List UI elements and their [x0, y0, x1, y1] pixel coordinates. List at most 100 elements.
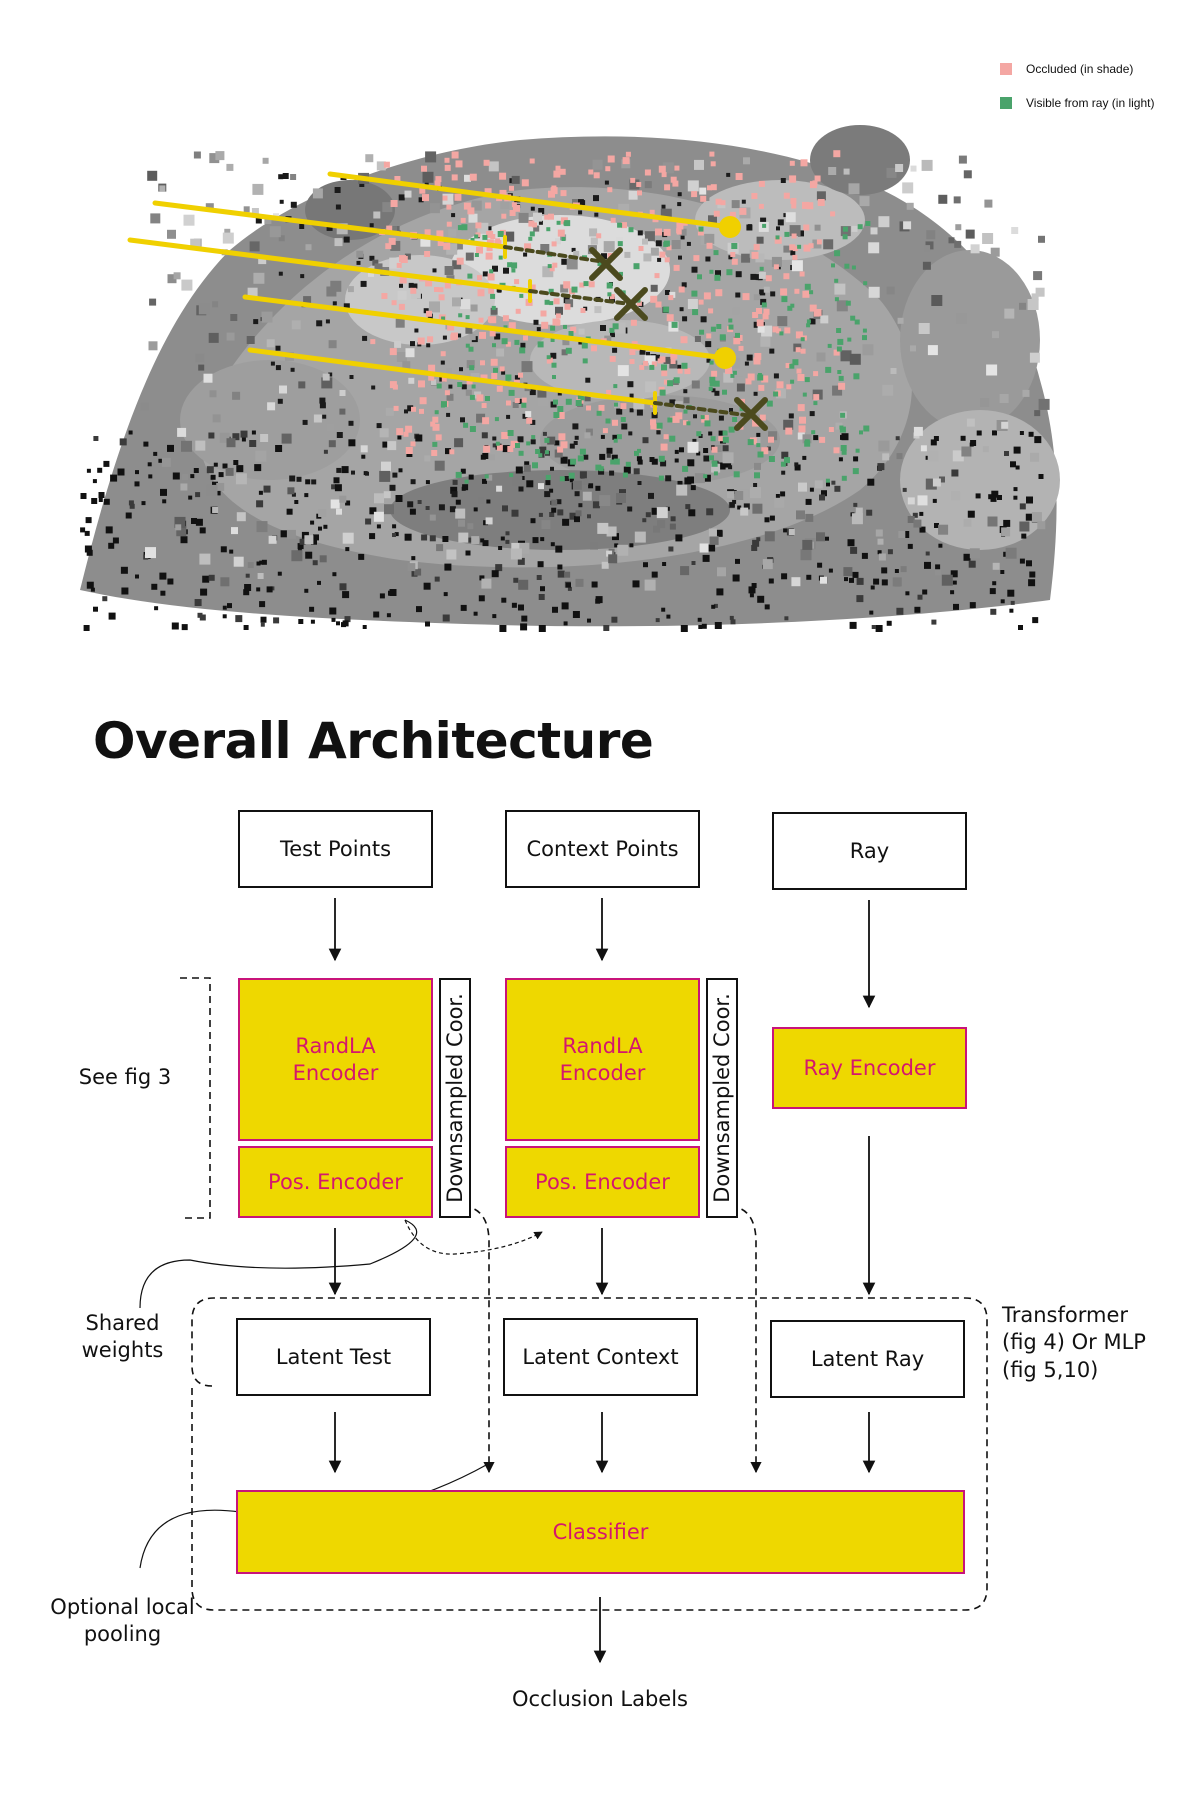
cloud-point [609, 296, 615, 303]
cloud-point [641, 362, 649, 370]
cloud-point [836, 328, 842, 333]
cloud-point [675, 412, 683, 420]
cloud-point [325, 319, 330, 324]
cloud-point [713, 250, 719, 256]
cloud-point [465, 315, 470, 320]
cloud-point [423, 308, 429, 314]
cloud-point [637, 230, 643, 236]
cloud-point [518, 450, 524, 456]
cloud-point [843, 168, 850, 175]
cloud-point [753, 357, 761, 365]
cloud-point [533, 225, 540, 232]
cloud-point [517, 436, 524, 443]
cloud-point [613, 458, 620, 465]
cloud-point [633, 468, 640, 475]
cloud-point [601, 253, 607, 260]
cloud-point [802, 290, 810, 298]
latent-test-label: Latent Test [275, 1344, 392, 1369]
cloud-point [518, 212, 529, 223]
cloud-point [260, 622, 265, 627]
cloud-point [312, 560, 318, 566]
pos-encoder-test: Pos. Encoder [238, 1146, 433, 1218]
cloud-point [739, 231, 747, 239]
cloud-point [735, 332, 740, 338]
cloud-point [514, 398, 520, 403]
cloud-point [894, 569, 899, 573]
cloud-point [167, 578, 174, 585]
cloud-point [693, 414, 697, 419]
cloud-point [1027, 299, 1039, 310]
cloud-point [488, 454, 495, 461]
cloud-point [796, 510, 805, 520]
cloud-point [745, 378, 752, 385]
cloud-point [506, 414, 511, 419]
cloud-point [951, 469, 959, 477]
cloud-point [619, 271, 623, 276]
cloud-point [500, 200, 510, 210]
cloud-point [256, 521, 268, 533]
ray-encoder-label: Ray Encoder [803, 1055, 936, 1080]
cloud-point [515, 308, 521, 314]
cloud-point [711, 604, 716, 609]
cloud-point [447, 323, 455, 331]
cloud-point [651, 458, 658, 465]
cloud-point [906, 202, 914, 210]
cloud-point [751, 583, 757, 588]
cloud-point [881, 567, 888, 574]
cloud-point [343, 236, 350, 243]
cloud-point [817, 562, 823, 568]
cloud-point [924, 561, 931, 569]
cloud-point [553, 298, 560, 305]
cloud-point [573, 250, 580, 257]
cloud-point [263, 485, 271, 493]
cloud-point [424, 181, 429, 185]
cloud-point [836, 346, 842, 352]
cloud-point [344, 616, 351, 623]
cloud-point [870, 585, 875, 590]
cloud-point [676, 484, 688, 496]
cloud-point [663, 356, 671, 364]
cloud-point [681, 282, 687, 288]
cloud-point [1007, 589, 1015, 597]
cloud-point [102, 596, 108, 602]
cloud-point [342, 591, 350, 599]
cloud-point [703, 448, 709, 453]
cloud-point [835, 422, 843, 430]
cloud-point [905, 591, 910, 596]
cloud-point [813, 394, 820, 401]
cloud-point [606, 550, 613, 557]
cloud-point [557, 391, 562, 396]
cloud-point [566, 582, 571, 588]
cloud-point [790, 198, 797, 204]
cloud-point [561, 237, 566, 241]
cloud-point [581, 342, 588, 349]
cloud-point [754, 472, 760, 479]
cloud-point [241, 437, 246, 442]
cloud-point [660, 460, 667, 467]
cloud-point [498, 255, 503, 260]
cloud-point [323, 524, 328, 529]
cloud-point [598, 468, 605, 475]
cloud-point [756, 432, 761, 437]
cloud-point [649, 364, 655, 370]
cloud-point [752, 539, 760, 547]
cloud-point [821, 490, 827, 497]
cloud-point [992, 562, 1000, 570]
pos-encoder-test-label: Pos. Encoder [268, 1169, 403, 1194]
cloud-point [150, 213, 161, 224]
cloud-point [494, 417, 499, 422]
cloud-point [208, 574, 215, 581]
cloud-point [781, 296, 788, 303]
cloud-point [548, 213, 554, 220]
pos-encoder-context-label: Pos. Encoder [535, 1169, 670, 1194]
cloud-point [475, 222, 482, 229]
cloud-point [336, 432, 343, 438]
cloud-point [545, 480, 551, 486]
cloud-point [735, 558, 740, 564]
cloud-point [845, 300, 851, 306]
cloud-point [753, 294, 760, 301]
cloud-point [1019, 431, 1024, 435]
cloud-point [760, 298, 767, 305]
cloud-point [426, 310, 432, 317]
cloud-point [859, 430, 863, 435]
